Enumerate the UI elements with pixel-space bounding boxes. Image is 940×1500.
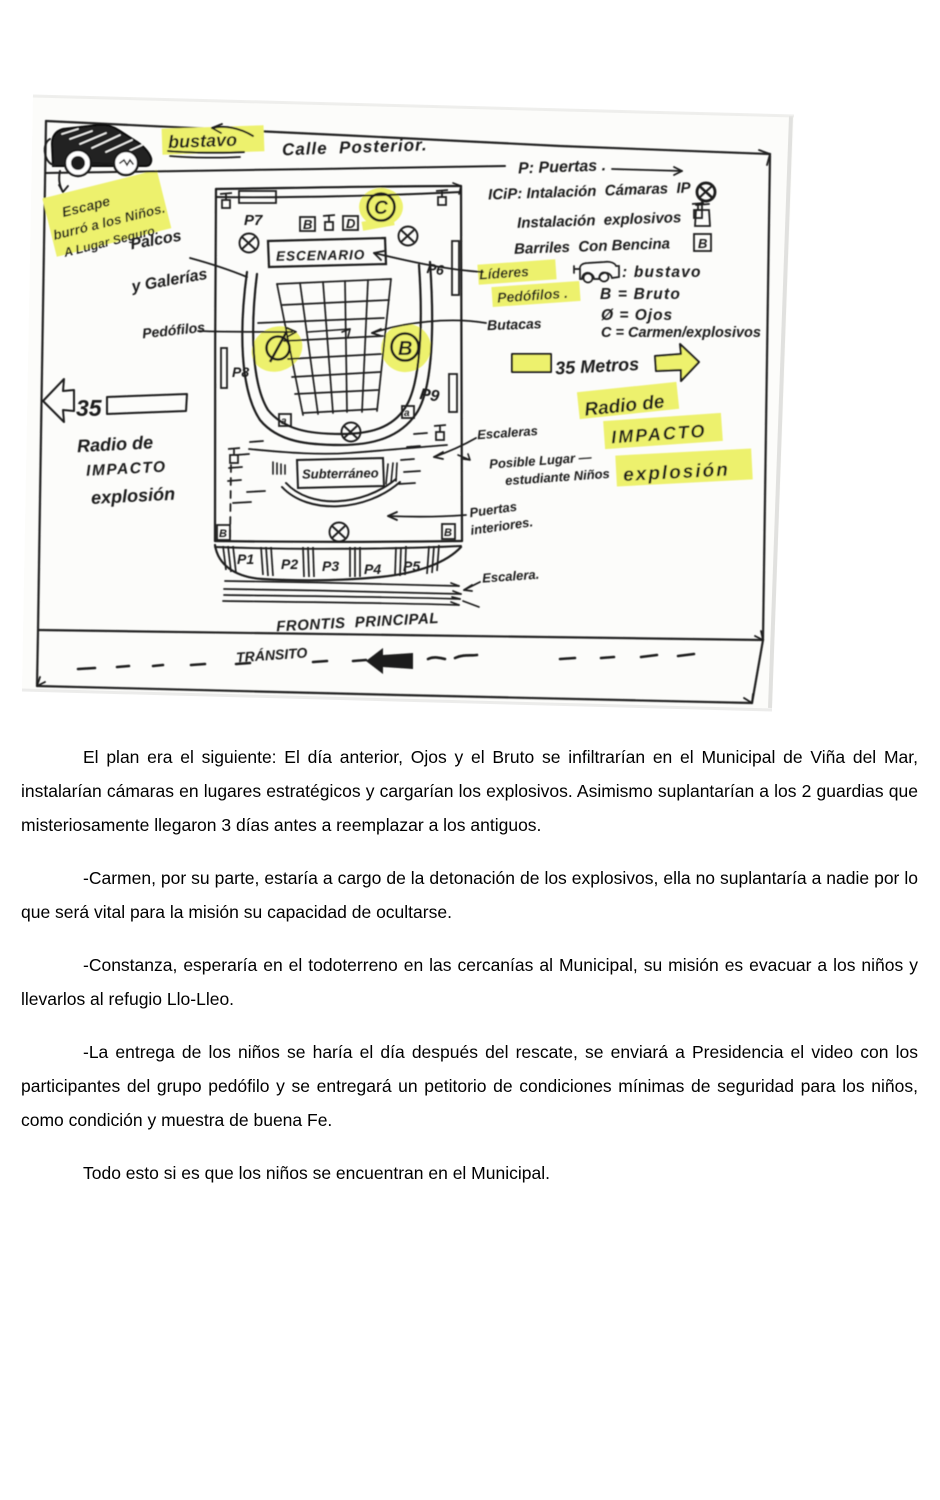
svg-text:Posible Lugar —: Posible Lugar — (489, 449, 593, 471)
svg-text:Ø = Ojos: Ø = Ojos (601, 307, 673, 324)
svg-text:B: B (398, 338, 412, 360)
svg-text:Líderes: Líderes (479, 263, 530, 282)
svg-text:P6: P6 (426, 260, 445, 278)
svg-text:B: B (303, 217, 312, 232)
svg-text:P8: P8 (232, 364, 249, 380)
svg-text:Instalación explosivos: Instalación explosivos (517, 209, 682, 232)
svg-text:Pedófilos: Pedófilos (141, 319, 206, 342)
svg-text:ESCENARIO: ESCENARIO (276, 247, 366, 264)
svg-text:B: B (698, 236, 707, 251)
svg-text:C = Carmen/explosivos: C = Carmen/explosivos (601, 325, 761, 341)
svg-text:Radio de: Radio de (77, 432, 154, 456)
svg-text:B: B (219, 528, 227, 540)
svg-text:P1: P1 (237, 551, 254, 567)
svg-text:P3: P3 (322, 558, 339, 574)
svg-text:C: C (374, 198, 388, 219)
svg-text:Pedófilos .: Pedófilos . (497, 285, 569, 306)
svg-text:Escalera.: Escalera. (482, 567, 540, 586)
svg-text:P5: P5 (403, 558, 420, 574)
svg-text:35 Metros: 35 Metros (555, 354, 640, 378)
svg-text:TRÁNSITO: TRÁNSITO (236, 644, 308, 665)
svg-text:: bustavo: : bustavo (622, 264, 702, 281)
svg-text:Barriles Con Bencina: Barriles Con Bencina (514, 235, 670, 257)
svg-text:P9: P9 (419, 386, 441, 406)
svg-text:Subterráneo: Subterráneo (302, 465, 379, 481)
svg-text:Escaleras: Escaleras (477, 423, 539, 442)
svg-text:estudiante Niños: estudiante Niños (505, 466, 611, 488)
svg-text:P2: P2 (281, 556, 298, 572)
svg-text:P: Puertas .: P: Puertas . (518, 157, 607, 177)
svg-text:Puertas: Puertas (468, 499, 517, 520)
svg-text:35: 35 (76, 395, 103, 421)
svg-text:a: a (281, 416, 287, 427)
svg-text:bustavo: bustavo (168, 130, 238, 152)
svg-text:P7: P7 (244, 212, 263, 229)
svg-text:B: B (444, 527, 452, 539)
svg-text:Butacas: Butacas (487, 315, 542, 333)
svg-text:P4: P4 (364, 561, 381, 577)
svg-text:B = Bruto: B = Bruto (600, 286, 681, 303)
svg-text:a: a (404, 408, 410, 419)
svg-text:D: D (346, 216, 356, 231)
svg-text:IMPACTO: IMPACTO (86, 459, 167, 480)
svg-text:explosión: explosión (91, 484, 176, 508)
